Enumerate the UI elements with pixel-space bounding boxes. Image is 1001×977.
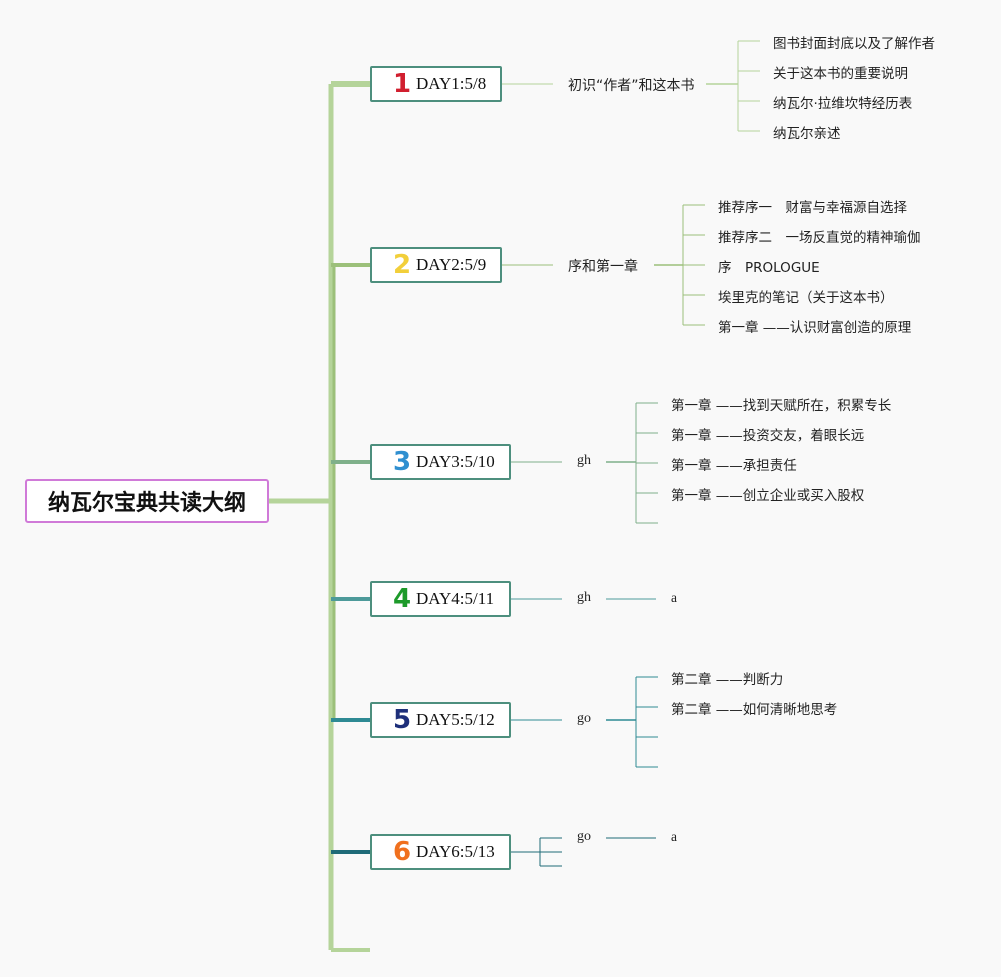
- leaf-item[interactable]: 第二章 ——判断力: [671, 672, 784, 688]
- leaf-item[interactable]: 埃里克的笔记（关于这本书）: [718, 290, 894, 306]
- leaf-item[interactable]: 第二章 ——如何清晰地思考: [671, 702, 838, 718]
- topic-node-1[interactable]: 初识“作者”和这本书: [568, 78, 695, 94]
- leaf-item[interactable]: 纳瓦尔亲述: [773, 126, 841, 142]
- day-label: DAY5:5/12: [416, 710, 495, 729]
- leaf-item[interactable]: a: [671, 590, 677, 605]
- day-label: DAY4:5/11: [416, 589, 495, 608]
- topic-node-5[interactable]: go: [577, 711, 591, 726]
- day-label: DAY2:5/9: [416, 255, 487, 274]
- day-number-icon: 1: [392, 69, 412, 99]
- topic-node-4[interactable]: gh: [577, 590, 591, 605]
- topic-node-3[interactable]: gh: [577, 453, 591, 468]
- day-number-icon: 4: [392, 584, 412, 614]
- day-number-icon: 2: [392, 250, 412, 280]
- leaf-item[interactable]: 推荐序二 一场反直觉的精神瑜伽: [718, 230, 921, 246]
- day-number-icon: 5: [392, 705, 412, 735]
- day-label: DAY6:5/13: [416, 842, 495, 861]
- leaf-item[interactable]: 第一章 ——创立企业或买入股权: [671, 488, 865, 504]
- leaf-item[interactable]: 第一章 ——找到天赋所在，积累专长: [671, 398, 892, 414]
- leaf-item[interactable]: 第一章 ——投资交友，着眼长远: [671, 428, 865, 444]
- leaf-item[interactable]: 图书封面封底以及了解作者: [773, 36, 935, 52]
- leaf-item[interactable]: 第一章 ——认识财富创造的原理: [718, 320, 912, 336]
- day-number-icon: 3: [392, 447, 412, 477]
- root-node[interactable]: 纳瓦尔宝典共读大纲: [25, 479, 269, 523]
- leaf-item[interactable]: 第一章 ——承担责任: [671, 458, 797, 474]
- leaf-item[interactable]: 推荐序一 财富与幸福源自选择: [718, 200, 907, 216]
- topic-node-2[interactable]: 序和第一章: [568, 259, 638, 275]
- leaf-item[interactable]: 纳瓦尔·拉维坎特经历表: [773, 96, 913, 112]
- day-label: DAY1:5/8: [416, 74, 487, 93]
- day-number-icon: 6: [392, 837, 412, 867]
- leaf-item[interactable]: a: [671, 829, 677, 844]
- leaf-item[interactable]: 关于这本书的重要说明: [773, 66, 908, 82]
- topic-node-6[interactable]: go: [577, 829, 591, 844]
- day-label: DAY3:5/10: [416, 452, 495, 471]
- leaf-item[interactable]: 序 PROLOGUE: [718, 260, 820, 276]
